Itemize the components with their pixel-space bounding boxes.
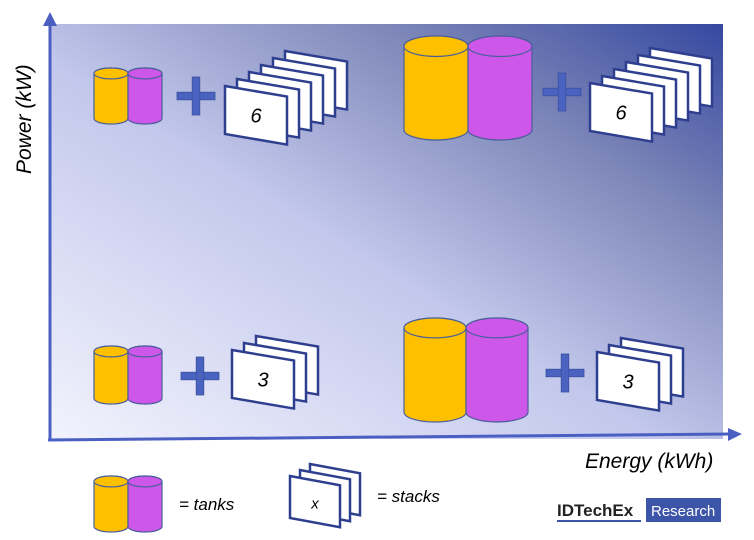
tank-yellow (93, 67, 129, 125)
plus-icon (545, 353, 585, 393)
plus-icon (180, 356, 220, 396)
quadrant-bottom-left: 3 (93, 334, 320, 411)
tank-yellow (93, 345, 129, 405)
cylinder-top (93, 475, 129, 488)
stacks-icon: 6 (588, 46, 714, 144)
cylinder-top (465, 317, 529, 339)
quadrant-top-right: 6 (403, 35, 714, 144)
legend-stacks-label: = stacks (377, 487, 440, 506)
legend-tanks (93, 475, 163, 533)
logo-badge-text: Research (651, 503, 715, 520)
stack-sheet (288, 474, 342, 529)
tanks-icon (93, 67, 163, 125)
stacks-icon: 6 (223, 49, 349, 147)
quadrant-bottom-right: 3 (403, 317, 685, 423)
idtechex-logo: IDTechEx Research (557, 498, 721, 522)
y-axis (43, 12, 57, 440)
tank-yellow (403, 317, 467, 423)
stack-count-label: 3 (257, 369, 268, 391)
stack-count-label: 6 (615, 102, 627, 124)
x-axis-label: Energy (kWh) (585, 450, 713, 473)
logo-brand: IDTechEx (557, 501, 634, 520)
cylinder-top (127, 345, 163, 358)
tanks-icon (403, 35, 533, 141)
cylinder-top (93, 345, 129, 358)
tank-purple (465, 317, 529, 423)
cylinder-top (403, 317, 467, 339)
cylinder-top (127, 67, 163, 80)
tanks-icon (403, 317, 529, 423)
y-axis-label: Power (kW) (13, 64, 36, 174)
tank-purple (467, 35, 533, 141)
legend-tanks-label: = tanks (179, 495, 235, 514)
stack-sheet (588, 81, 654, 144)
tank-purple (127, 345, 163, 405)
stacks-icon: x (288, 462, 362, 529)
stacks-icon: 3 (595, 336, 685, 413)
quadrant-top-left: 6 (93, 49, 349, 147)
cylinder-top (467, 35, 533, 58)
tank-purple (127, 67, 163, 125)
tank-yellow (403, 35, 469, 141)
stacks-icon: 3 (230, 334, 320, 411)
cylinder-top (93, 67, 129, 80)
tank-purple (127, 475, 163, 533)
cylinder-top (403, 35, 469, 58)
tanks-icon (93, 345, 163, 405)
stack-sheet (595, 350, 661, 413)
stack-count-label: 3 (622, 371, 633, 393)
stack-count-label: 6 (250, 105, 262, 127)
cylinder-top (127, 475, 163, 488)
tank-yellow (93, 475, 129, 533)
stack-sheet (230, 348, 296, 411)
y-axis-arrow-icon (43, 12, 57, 26)
stack-count-label: x (310, 496, 319, 513)
tanks-icon (93, 475, 163, 533)
plus-icon (176, 76, 216, 116)
legend-stacks: x (288, 462, 362, 529)
logo-badge (646, 498, 721, 522)
plus-icon (542, 72, 582, 112)
x-axis-arrow-icon (728, 428, 742, 441)
stack-sheet (223, 84, 289, 147)
x-axis (47, 428, 742, 442)
